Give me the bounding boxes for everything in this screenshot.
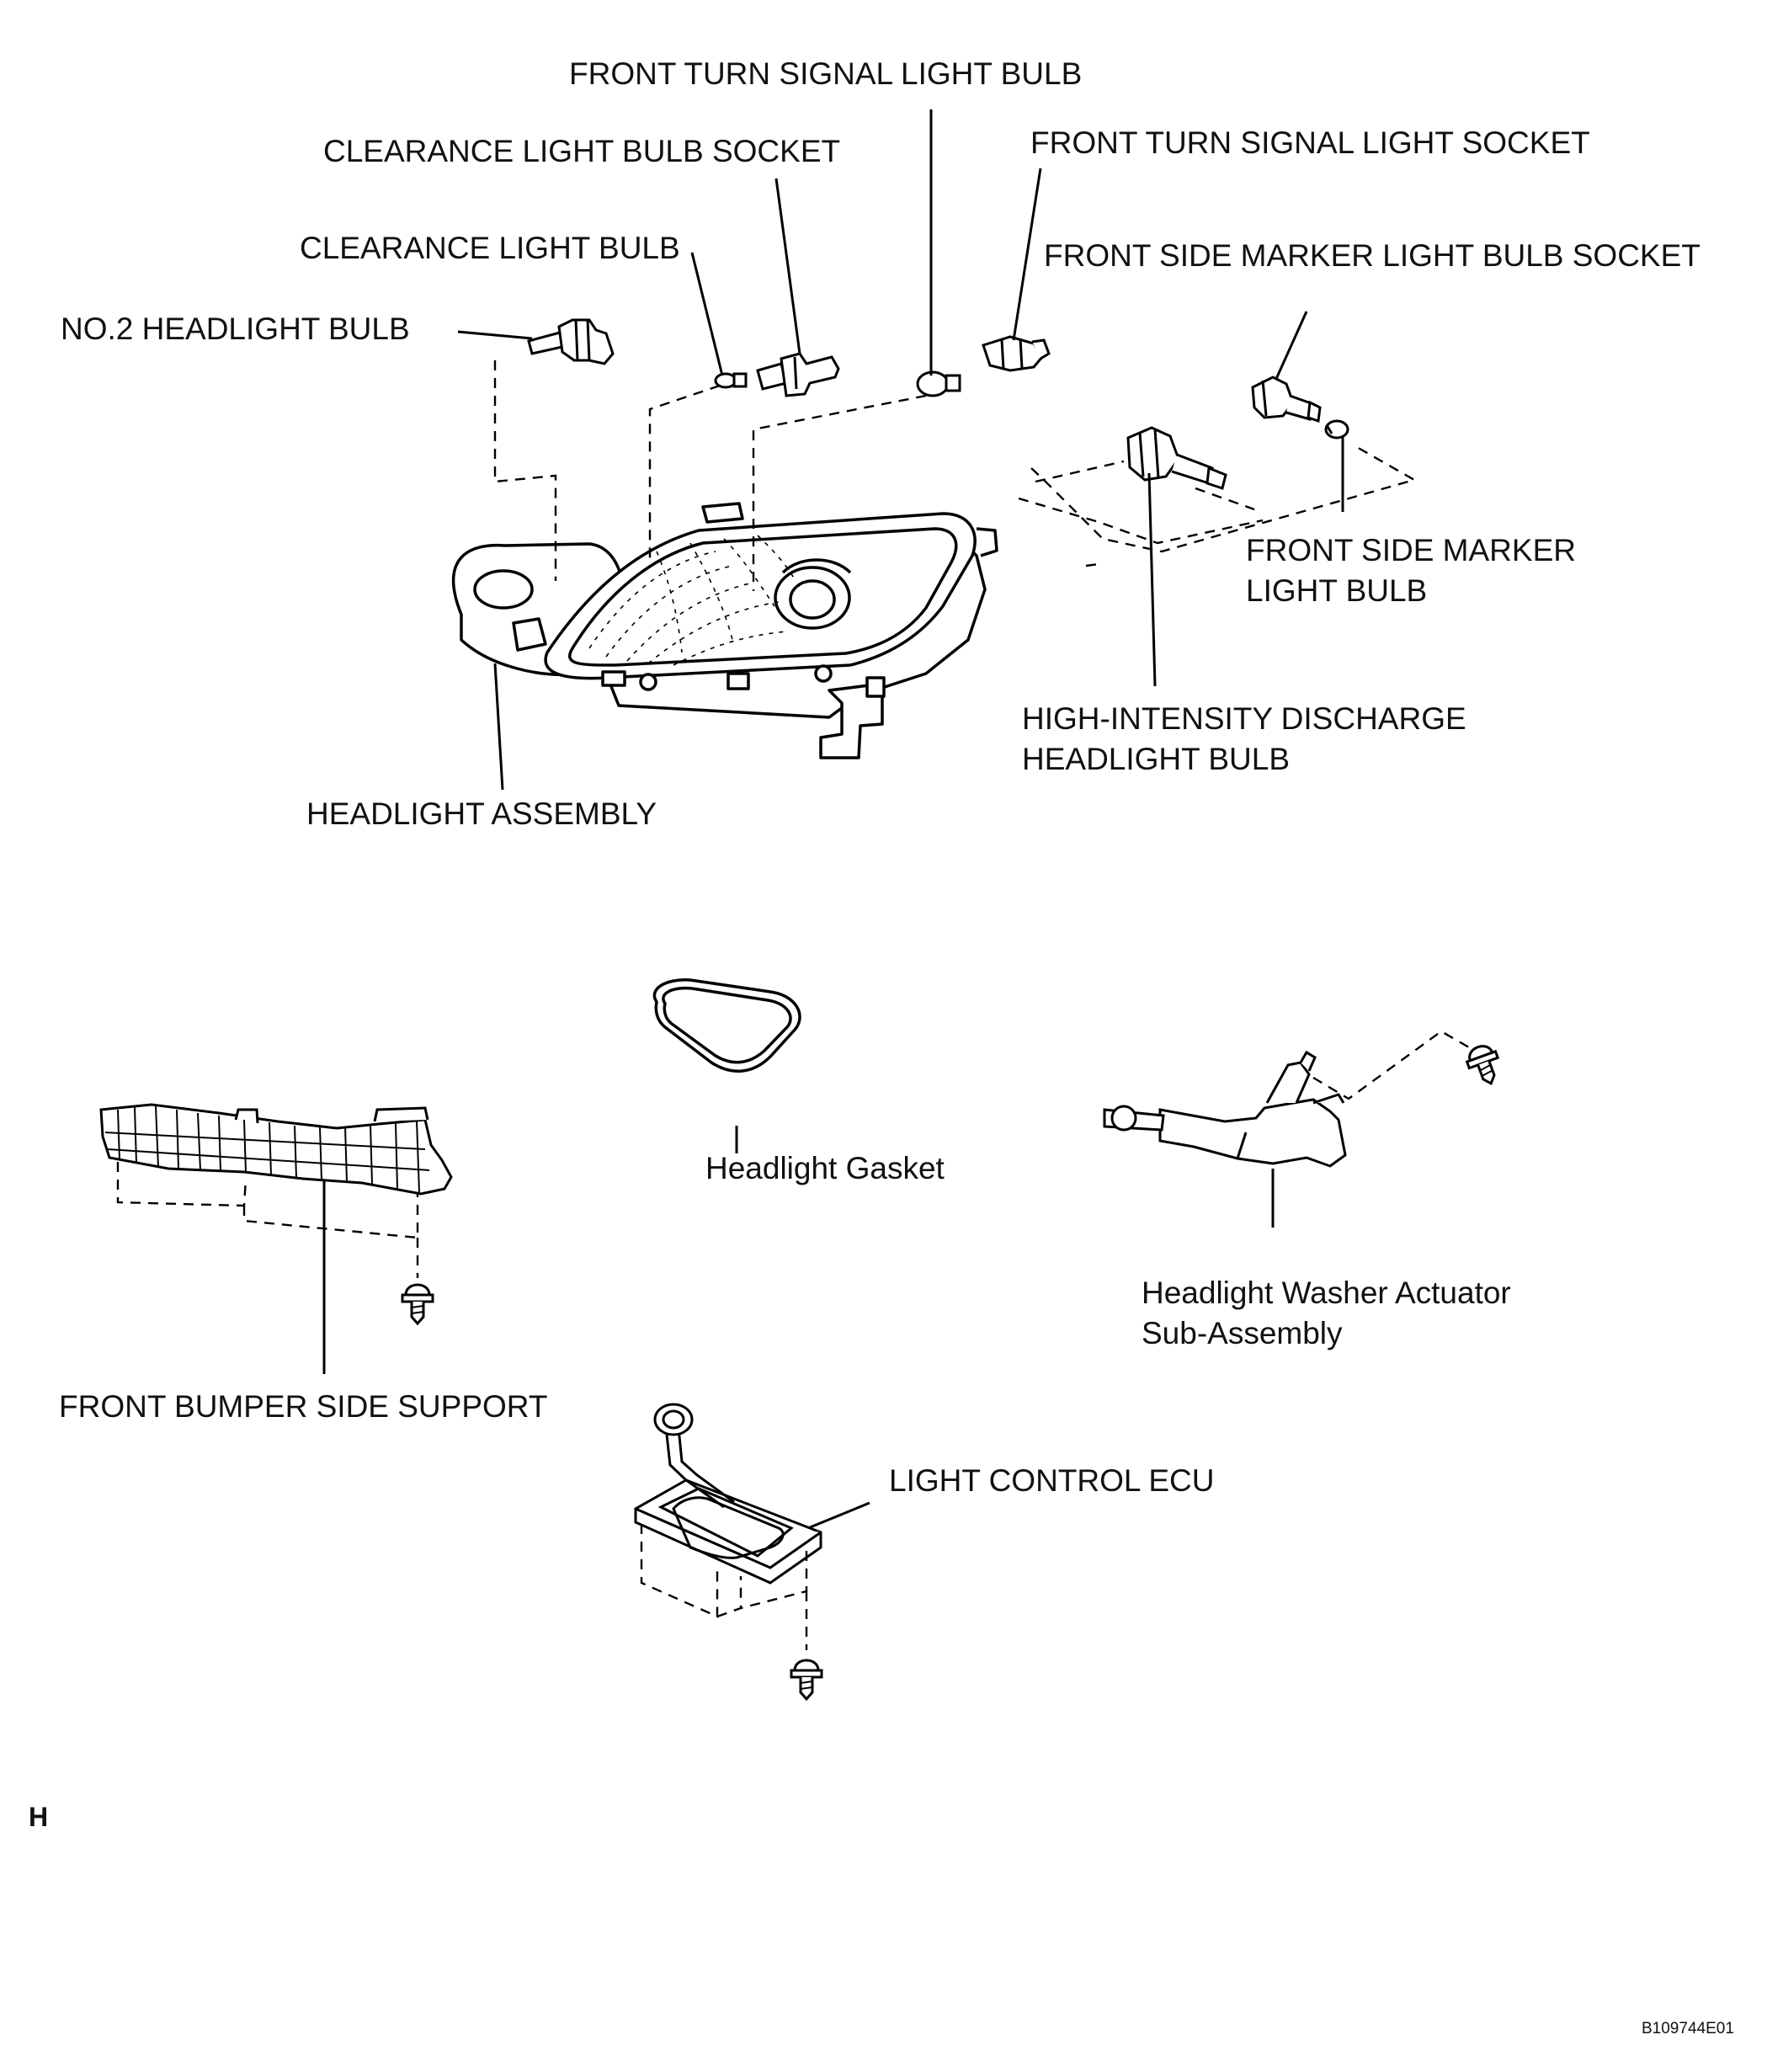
ecu-guide-lines [640,1524,808,1650]
label-no2-headlight-bulb: NO.2 HEADLIGHT BULB [61,312,410,346]
washer-actuator-guide-line [1312,1030,1476,1100]
figure-code: B109744E01 [1642,2020,1734,2037]
label-line: HIGH-INTENSITY DISCHARGE [1022,701,1466,736]
clearance-light-bulb [714,372,748,389]
headlight-lens-texture [588,535,796,666]
corner-mark: H [29,1802,49,1832]
label-front-turn-signal-light-socket: FRONT TURN SIGNAL LIGHT SOCKET [1030,125,1590,160]
label-front-turn-signal-light-bulb: FRONT TURN SIGNAL LIGHT BULB [569,56,1083,91]
label-clearance-light-bulb-socket: CLEARANCE LIGHT BULB SOCKET [323,134,841,168]
front-turn-signal-light-socket [982,335,1051,372]
headlight-assembly [451,502,998,759]
front-bumper-side-support [99,1103,453,1196]
light-control-ecu [634,1403,822,1585]
no2-headlight-bulb [527,318,615,365]
label-clearance-light-bulb: CLEARANCE LIGHT BULB [300,231,680,265]
label-front-bumper-side-support: FRONT BUMPER SIDE SUPPORT [59,1389,548,1424]
label-line: FRONT SIDE MARKER [1246,533,1576,567]
front-side-marker-light-bulb-socket [1251,376,1322,423]
label-line: Sub-Assembly [1142,1316,1343,1350]
ecu-screw-icon [790,1659,823,1701]
headlight-washer-actuator-sub-assembly [1103,1050,1347,1168]
label-headlight-gasket: Headlight Gasket [705,1151,945,1185]
label-line: LIGHT BULB [1246,573,1428,608]
label-line: HEADLIGHT BULB [1022,742,1291,776]
label-front-side-marker-light-bulb: FRONT SIDE MARKER LIGHT BULB [1246,530,1576,611]
bumper-support-screw-icon [401,1283,434,1325]
headlight-gasket [652,978,801,1073]
hid-headlight-bulb [1126,426,1227,490]
label-headlight-washer-actuator: Headlight Washer Actuator Sub-Assembly [1142,1273,1511,1354]
leader-lines [322,109,1344,1530]
label-light-control-ecu: LIGHT CONTROL ECU [889,1463,1215,1498]
label-hid-headlight-bulb: HIGH-INTENSITY DISCHARGE HEADLIGHT BULB [1022,699,1466,780]
assembly-guide-lines [493,360,1418,591]
bumper-support-guide-lines [116,1162,419,1278]
clearance-light-bulb-socket [756,352,840,397]
washer-actuator-screw-icon [1462,1041,1507,1090]
front-turn-signal-light-bulb [916,370,961,397]
front-side-marker-light-bulb [1324,419,1349,439]
label-front-side-marker-light-bulb-socket: FRONT SIDE MARKER LIGHT BULB SOCKET [1044,238,1701,273]
label-headlight-assembly: HEADLIGHT ASSEMBLY [306,796,657,831]
label-line: Headlight Washer Actuator [1142,1276,1511,1310]
bumper-support-ribs [104,1105,430,1193]
